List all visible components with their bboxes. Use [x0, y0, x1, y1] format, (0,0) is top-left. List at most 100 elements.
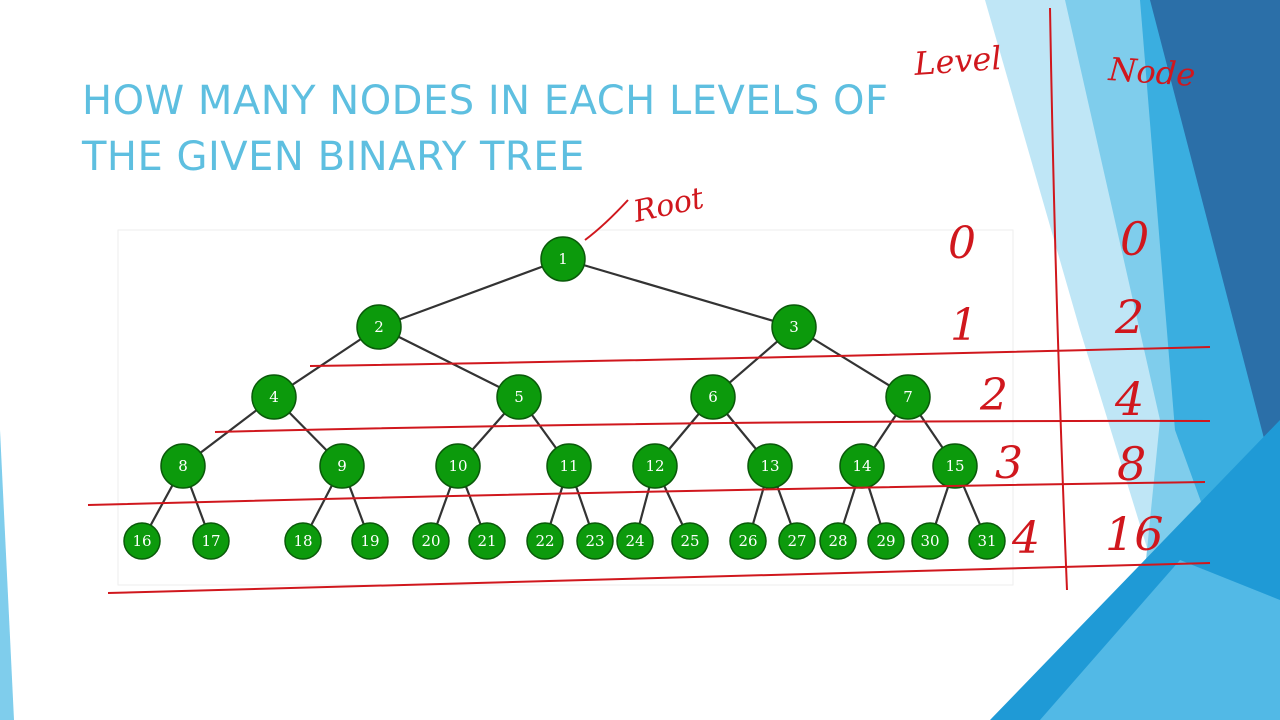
tree-node-label: 17: [201, 532, 220, 550]
level-separator-4: [107, 562, 1211, 594]
tree-node-31: 31: [968, 522, 1006, 560]
tree-node-label: 19: [360, 532, 379, 550]
tree-node-circle: [632, 443, 678, 489]
level-number-1: 1: [950, 300, 978, 351]
tree-node-circle: [968, 522, 1006, 560]
tree-node-8: 8: [160, 443, 206, 489]
tree-node-label: 3: [789, 318, 799, 336]
tree-node-4: 4: [251, 374, 297, 420]
tree-node-5: 5: [496, 374, 542, 420]
level-separator-1: [309, 346, 1211, 367]
tree-node-10: 10: [435, 443, 481, 489]
tree-node-circle: [496, 374, 542, 420]
tree-node-label: 8: [178, 457, 188, 475]
tree-node-label: 2: [374, 318, 384, 336]
tree-node-label: 21: [477, 532, 496, 550]
node-count-3: 8: [1117, 437, 1146, 491]
tree-node-circle: [526, 522, 564, 560]
level-separator-2: [214, 419, 1211, 433]
slide-title-line-2: THE GIVEN BINARY TREE: [82, 134, 585, 180]
tree-node-circle: [911, 522, 949, 560]
tree-node-circle: [546, 443, 592, 489]
node-count-1: 2: [1114, 290, 1144, 344]
tree-node-6: 6: [690, 374, 736, 420]
tree-node-circle: [412, 522, 450, 560]
level-column: 0 12 3 4: [948, 218, 1040, 564]
tree-node-label: 4: [269, 388, 279, 406]
tree-node-label: 24: [625, 532, 644, 550]
tree-node-1: 1: [540, 236, 586, 282]
tree-node-label: 16: [132, 532, 151, 550]
level-number-0: 0: [948, 218, 976, 269]
hand-drawn-lines: [87, 7, 1211, 594]
tree-node-label: 6: [708, 388, 718, 406]
tree-node-18: 18: [284, 522, 322, 560]
tree-node-label: 11: [559, 457, 578, 475]
level-number-2: 2: [979, 370, 1008, 421]
tree-node-label: 31: [977, 532, 996, 550]
tree-node-label: 27: [787, 532, 806, 550]
tree-node-circle: [616, 522, 654, 560]
tree-node-circle: [540, 236, 586, 282]
tree-node-14: 14: [839, 443, 885, 489]
tree-node-circle: [747, 443, 793, 489]
shape-left-strip: [0, 430, 14, 720]
tree-node-circle: [867, 522, 905, 560]
tree-node-15: 15: [932, 443, 978, 489]
tree-node-label: 9: [337, 457, 347, 475]
level-separator-3: [87, 481, 1206, 506]
tree-node-label: 12: [645, 457, 664, 475]
node-column-header: Node: [1106, 50, 1196, 94]
tree-node-29: 29: [867, 522, 905, 560]
tree-node-27: 27: [778, 522, 816, 560]
shape-dark-band: [1150, 0, 1280, 500]
tree-node-circle: [123, 522, 161, 560]
tree-node-16: 16: [123, 522, 161, 560]
tree-node-7: 7: [885, 374, 931, 420]
tree-node-label: 14: [852, 457, 871, 475]
node-count-2: 4: [1114, 372, 1144, 426]
tree-node-11: 11: [546, 443, 592, 489]
tree-node-24: 24: [616, 522, 654, 560]
shape-bottom-light: [1040, 560, 1280, 720]
tree-node-circle: [356, 304, 402, 350]
tree-node-circle: [729, 522, 767, 560]
tree-node-label: 13: [760, 457, 779, 475]
level-number-3: 3: [995, 438, 1023, 489]
tree-node-label: 7: [903, 388, 913, 406]
tree-node-circle: [778, 522, 816, 560]
tree-node-circle: [435, 443, 481, 489]
tree-node-label: 29: [876, 532, 895, 550]
slide-title-line-1: HOW MANY NODES IN EACH LEVELS OF: [82, 78, 889, 124]
tree-node-label: 20: [421, 532, 440, 550]
level-column-header: Level: [912, 39, 1003, 83]
tree-node-22: 22: [526, 522, 564, 560]
tree-node-circle: [885, 374, 931, 420]
level-number-4: 4: [1011, 513, 1040, 564]
tree-edge-1-2: [378, 257, 564, 329]
tree-node-circle: [284, 522, 322, 560]
tree-node-28: 28: [819, 522, 857, 560]
tree-node-label: 28: [828, 532, 847, 550]
tree-node-26: 26: [729, 522, 767, 560]
tree-node-circle: [192, 522, 230, 560]
tree-node-label: 15: [945, 457, 964, 475]
tree-node-20: 20: [412, 522, 450, 560]
tree-node-label: 22: [535, 532, 554, 550]
tree-node-circle: [932, 443, 978, 489]
tree-node-circle: [771, 304, 817, 350]
tree-node-circle: [319, 443, 365, 489]
tree-node-circle: [671, 522, 709, 560]
tree-node-2: 2: [356, 304, 402, 350]
tree-node-label: 26: [738, 532, 757, 550]
tree-node-circle: [160, 443, 206, 489]
tree-node-label: 30: [920, 532, 939, 550]
root-annotation: Root: [629, 181, 707, 230]
tree-node-13: 13: [747, 443, 793, 489]
tree-node-25: 25: [671, 522, 709, 560]
tree-node-9: 9: [319, 443, 365, 489]
